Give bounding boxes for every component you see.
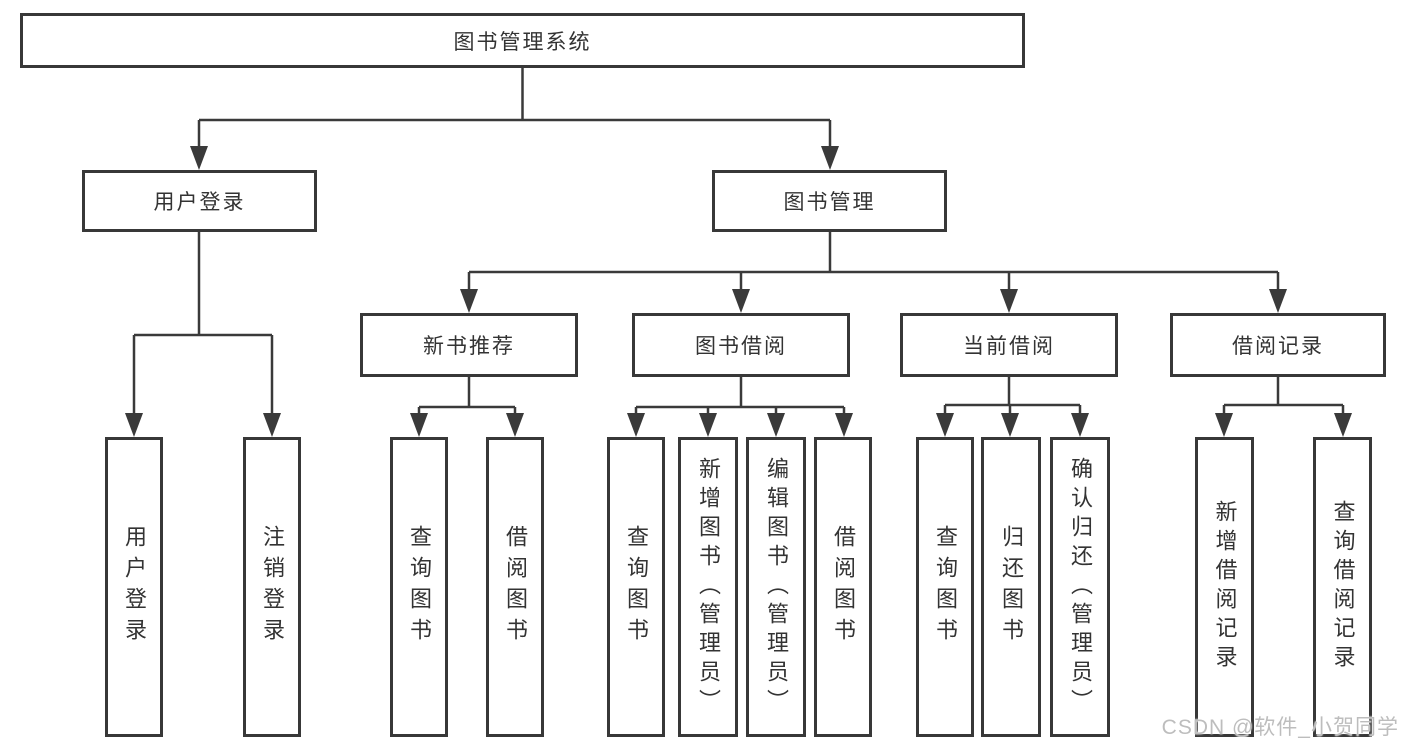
arrow-down-icon [1071, 413, 1089, 437]
arrow-down-icon [1334, 413, 1352, 437]
arrow-down-icon [263, 413, 281, 437]
leaf-add-books-admin: 新增图书（管理员） [678, 437, 738, 737]
node-current-borrow: 当前借阅 [900, 313, 1118, 377]
node-user-login: 用户登录 [82, 170, 317, 232]
leaf-borrow-books-recommend: 借阅图书 [486, 437, 544, 737]
node-root-system: 图书管理系统 [20, 13, 1025, 68]
node-new-book-recommend: 新书推荐 [360, 313, 578, 377]
arrow-down-icon [125, 413, 143, 437]
csdn-watermark: CSDN @软件_小贺同学 [1161, 716, 1399, 739]
arrow-down-icon [627, 413, 645, 437]
arrow-down-icon [1001, 413, 1019, 437]
arrow-down-icon [699, 413, 717, 437]
arrow-down-icon [835, 413, 853, 437]
node-borrow-records: 借阅记录 [1170, 313, 1386, 377]
arrow-down-icon [1215, 413, 1233, 437]
arrow-down-icon [190, 146, 208, 170]
arrow-down-icon [460, 289, 478, 313]
arrow-down-icon [821, 146, 839, 170]
leaf-query-books-recommend: 查询图书 [390, 437, 448, 737]
arrow-down-icon [767, 413, 785, 437]
leaf-add-borrow-record: 新增借阅记录 [1195, 437, 1254, 737]
arrow-down-icon [506, 413, 524, 437]
arrow-down-icon [1000, 289, 1018, 313]
arrow-down-icon [1269, 289, 1287, 313]
leaf-query-books-current: 查询图书 [916, 437, 974, 737]
leaf-user-login: 用户登录 [105, 437, 163, 737]
arrow-down-icon [732, 289, 750, 313]
leaf-logout: 注销登录 [243, 437, 301, 737]
leaf-query-borrow-record: 查询借阅记录 [1313, 437, 1372, 737]
leaf-confirm-return-admin: 确认归还（管理员） [1050, 437, 1110, 737]
leaf-return-books: 归还图书 [981, 437, 1041, 737]
leaf-borrow-books: 借阅图书 [814, 437, 872, 737]
arrow-down-icon [410, 413, 428, 437]
node-book-borrow: 图书借阅 [632, 313, 850, 377]
arrow-down-icon [936, 413, 954, 437]
leaf-query-books-borrow: 查询图书 [607, 437, 665, 737]
leaf-edit-books-admin: 编辑图书（管理员） [746, 437, 806, 737]
node-book-management: 图书管理 [712, 170, 947, 232]
